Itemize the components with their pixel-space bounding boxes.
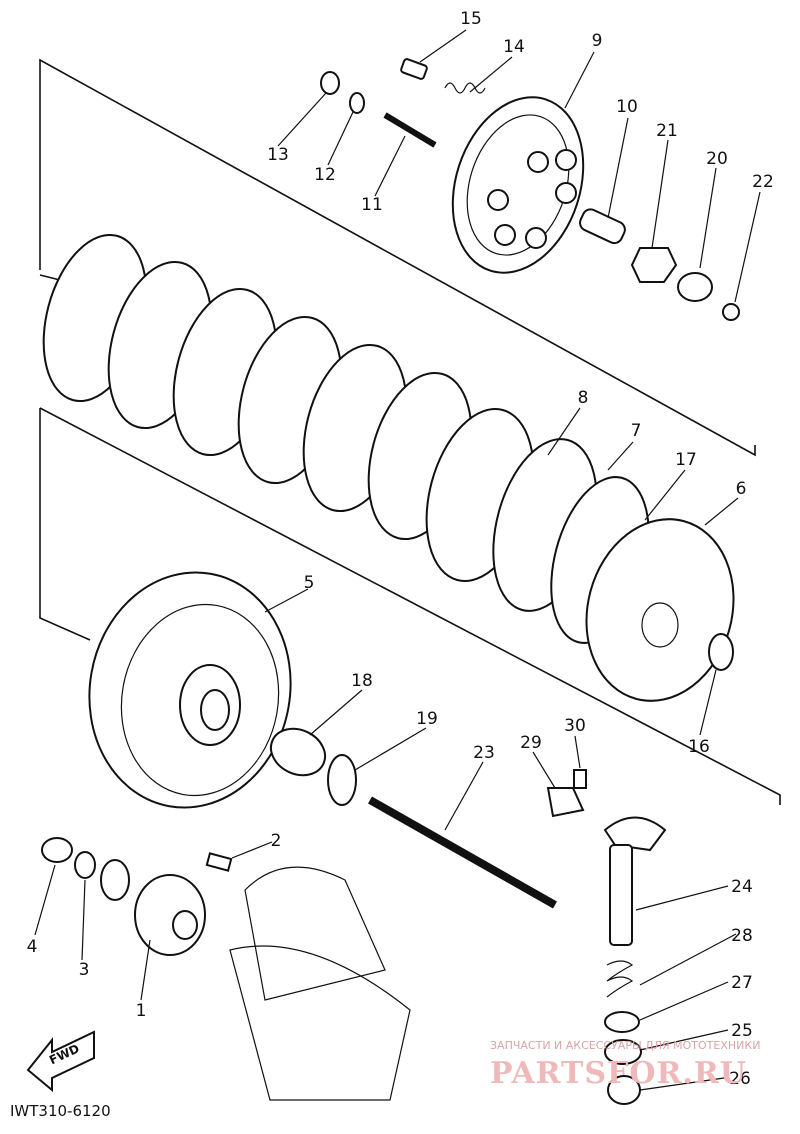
callout-5: 5 (304, 573, 315, 593)
callouts: 15 14 9 10 21 20 22 13 12 11 8 7 17 6 16… (27, 9, 774, 1089)
callout-24: 24 (731, 877, 753, 897)
callout-29: 29 (520, 733, 542, 753)
callout-17: 17 (675, 450, 697, 470)
collar-washer-pushrod (269, 727, 557, 909)
callout-16: 16 (688, 737, 710, 757)
callout-12: 12 (314, 165, 336, 185)
clutch-housing-part (88, 571, 292, 809)
callout-22: 22 (752, 172, 774, 192)
callout-21: 21 (656, 121, 678, 141)
callout-9: 9 (592, 31, 603, 51)
callout-19: 19 (416, 709, 438, 729)
callout-1: 1 (136, 1001, 147, 1021)
callout-10: 10 (616, 97, 638, 117)
callout-30: 30 (564, 716, 586, 736)
pressure-plate-part (451, 96, 585, 274)
callout-8: 8 (578, 388, 589, 408)
callout-13: 13 (267, 145, 289, 165)
callout-7: 7 (631, 421, 642, 441)
callout-4: 4 (27, 937, 38, 957)
fwd-arrow: FWD (26, 1030, 95, 1093)
bracket-lines (39, 58, 781, 805)
watermark-tagline: ЗАПЧАСТИ И АКСЕССУАРЫ ДЛЯ МОТОТЕХНИКИ (490, 1039, 760, 1052)
callout-20: 20 (706, 149, 728, 169)
drawing-code: IWT310-6120 (10, 1102, 111, 1120)
callout-11: 11 (361, 195, 383, 215)
callout-15: 15 (460, 9, 482, 29)
callout-27: 27 (731, 973, 753, 993)
watermark-brand: PARTSFOR.RU (490, 1056, 747, 1091)
callout-6: 6 (736, 479, 747, 499)
friction-plates-stack (42, 233, 735, 702)
callout-28: 28 (731, 926, 753, 946)
callout-2: 2 (271, 831, 282, 851)
callout-25: 25 (731, 1021, 753, 1041)
hardware-parts (320, 58, 740, 321)
watermark: ЗАПЧАСТИ И АКСЕССУАРЫ ДЛЯ МОТОТЕХНИКИ PA… (490, 1039, 760, 1091)
push-lever-assembly (546, 769, 667, 1105)
callout-18: 18 (351, 671, 373, 691)
callout-23: 23 (473, 743, 495, 763)
callout-3: 3 (79, 960, 90, 980)
callout-26: 26 (729, 1069, 751, 1089)
leader-lines (34, 29, 761, 1091)
callout-14: 14 (503, 37, 525, 57)
primary-drive-gear-part (41, 837, 411, 1101)
